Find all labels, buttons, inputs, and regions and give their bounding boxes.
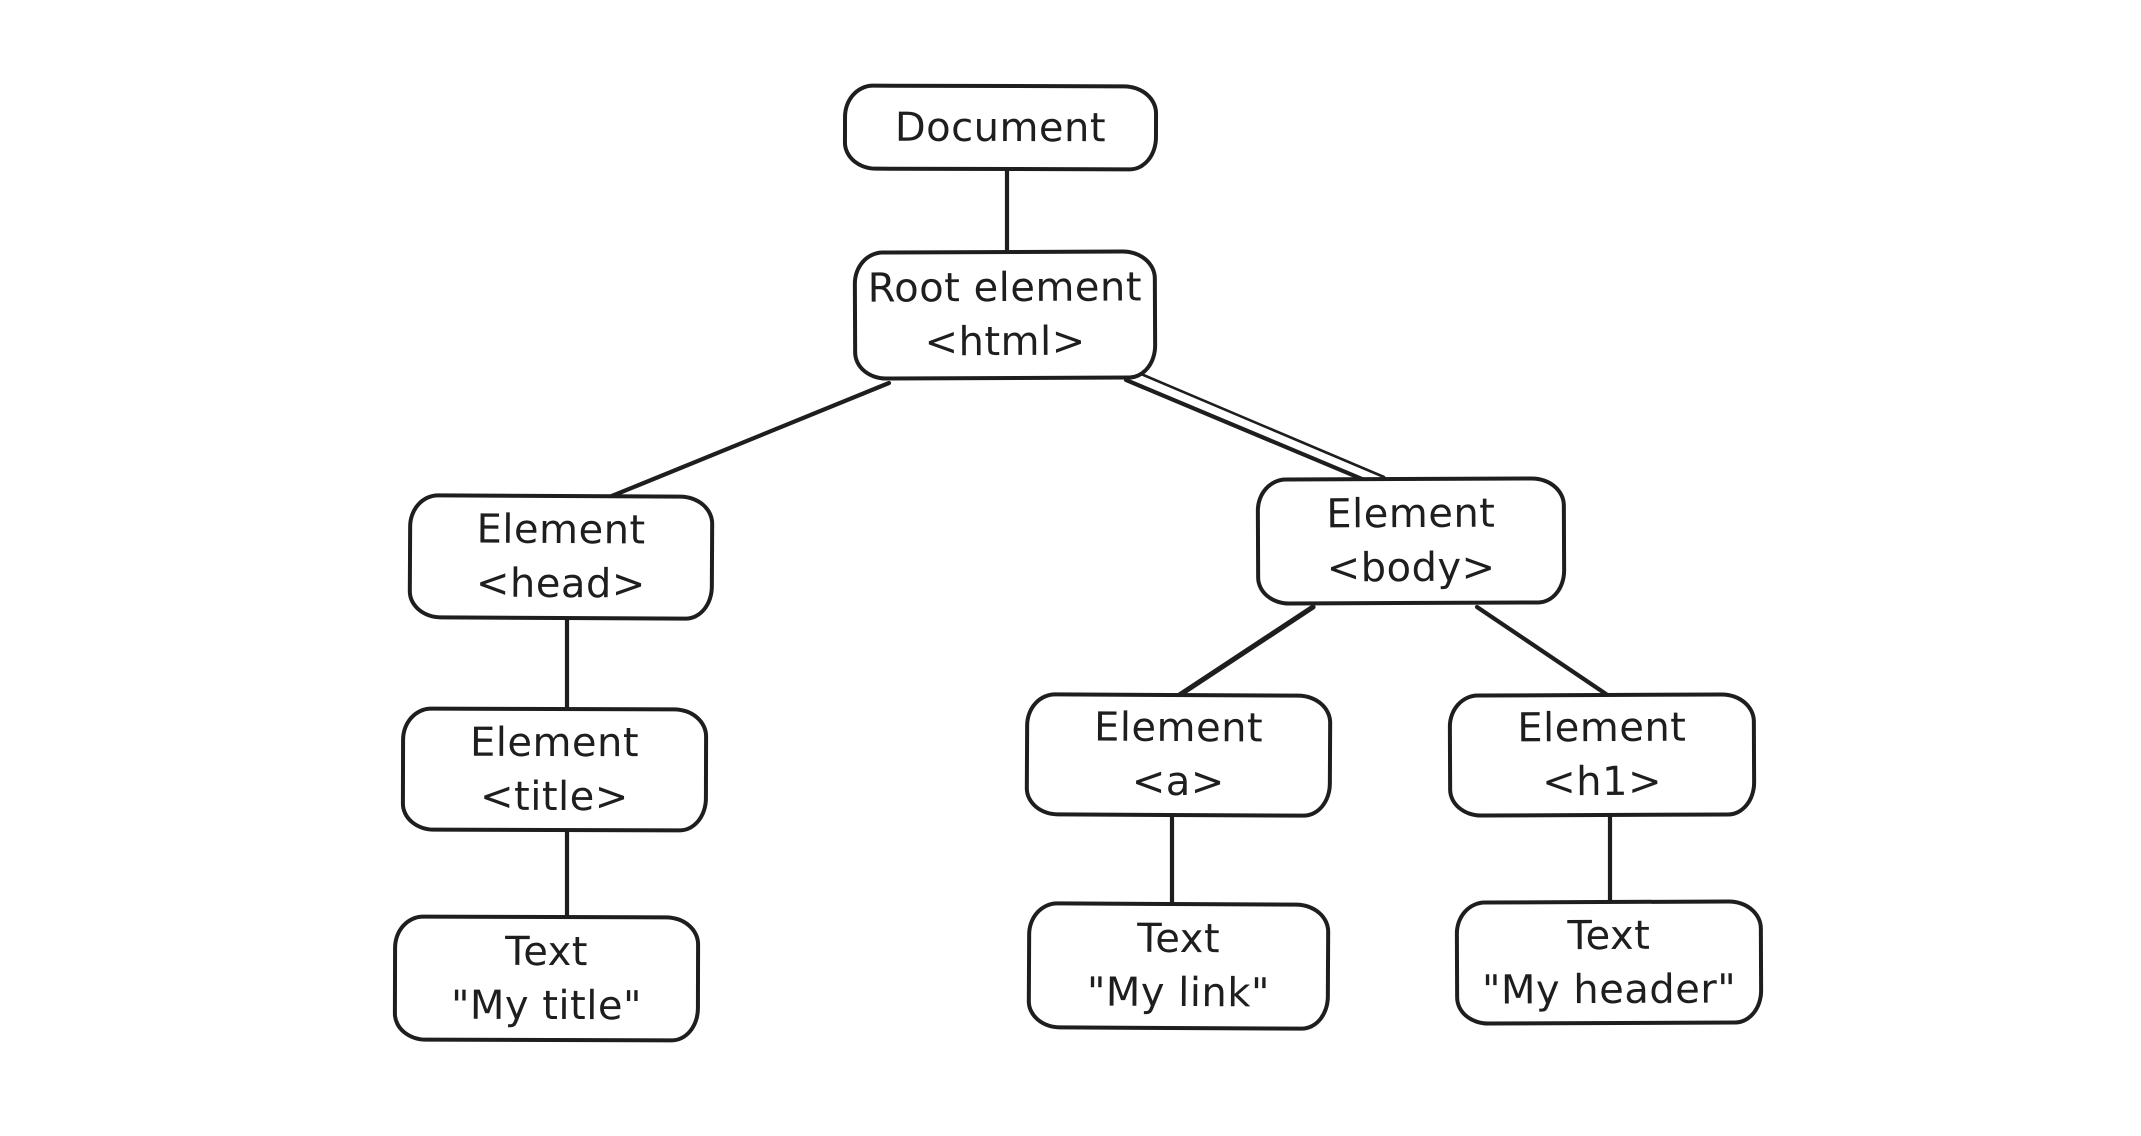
- node-root-line1: Root element: [867, 264, 1143, 312]
- node-anchor-line1: Element: [1093, 704, 1264, 752]
- node-head-line2: <head>: [475, 560, 646, 608]
- node-document-label: Document: [894, 104, 1107, 151]
- node-text-my-link: Text "My link": [1026, 901, 1331, 1031]
- edge-body-anchor: [1175, 604, 1316, 699]
- node-h1-line1: Element: [1517, 704, 1687, 752]
- node-anchor-line2: <a>: [1131, 758, 1225, 806]
- node-textlink-line1: Text: [1137, 915, 1221, 963]
- node-text-my-title: Text "My title": [392, 914, 701, 1043]
- node-texttitle-line1: Text: [505, 928, 589, 975]
- node-body-line1: Element: [1326, 490, 1496, 538]
- node-root-line2: <html>: [924, 318, 1086, 366]
- node-element-a: Element <a>: [1024, 692, 1333, 818]
- node-head-line1: Element: [476, 506, 646, 554]
- node-element-body: Element <body>: [1255, 476, 1567, 606]
- node-body-line2: <body>: [1326, 544, 1496, 592]
- node-h1-line2: <h1>: [1542, 758, 1663, 806]
- node-root-element-html: Root element <html>: [852, 249, 1158, 381]
- node-document: Document: [842, 83, 1159, 172]
- node-title-line1: Element: [469, 719, 640, 766]
- node-title-line2: <title>: [479, 773, 629, 820]
- edge-body-h1: [1474, 604, 1609, 697]
- edge-root-body-second-stroke: [1139, 372, 1386, 479]
- edge-root-body: [1123, 377, 1377, 487]
- node-text-my-header: Text "My header": [1454, 899, 1764, 1026]
- node-textlink-line2: "My link": [1086, 969, 1270, 1017]
- node-textheader-line1: Text: [1567, 912, 1651, 959]
- node-texttitle-line2: "My title": [450, 982, 642, 1029]
- edge-root-head: [599, 380, 892, 503]
- node-element-h1: Element <h1>: [1447, 692, 1757, 818]
- node-element-title: Element <title>: [400, 706, 709, 833]
- node-element-head: Element <head>: [407, 493, 715, 621]
- node-textheader-line2: "My header": [1481, 965, 1737, 1014]
